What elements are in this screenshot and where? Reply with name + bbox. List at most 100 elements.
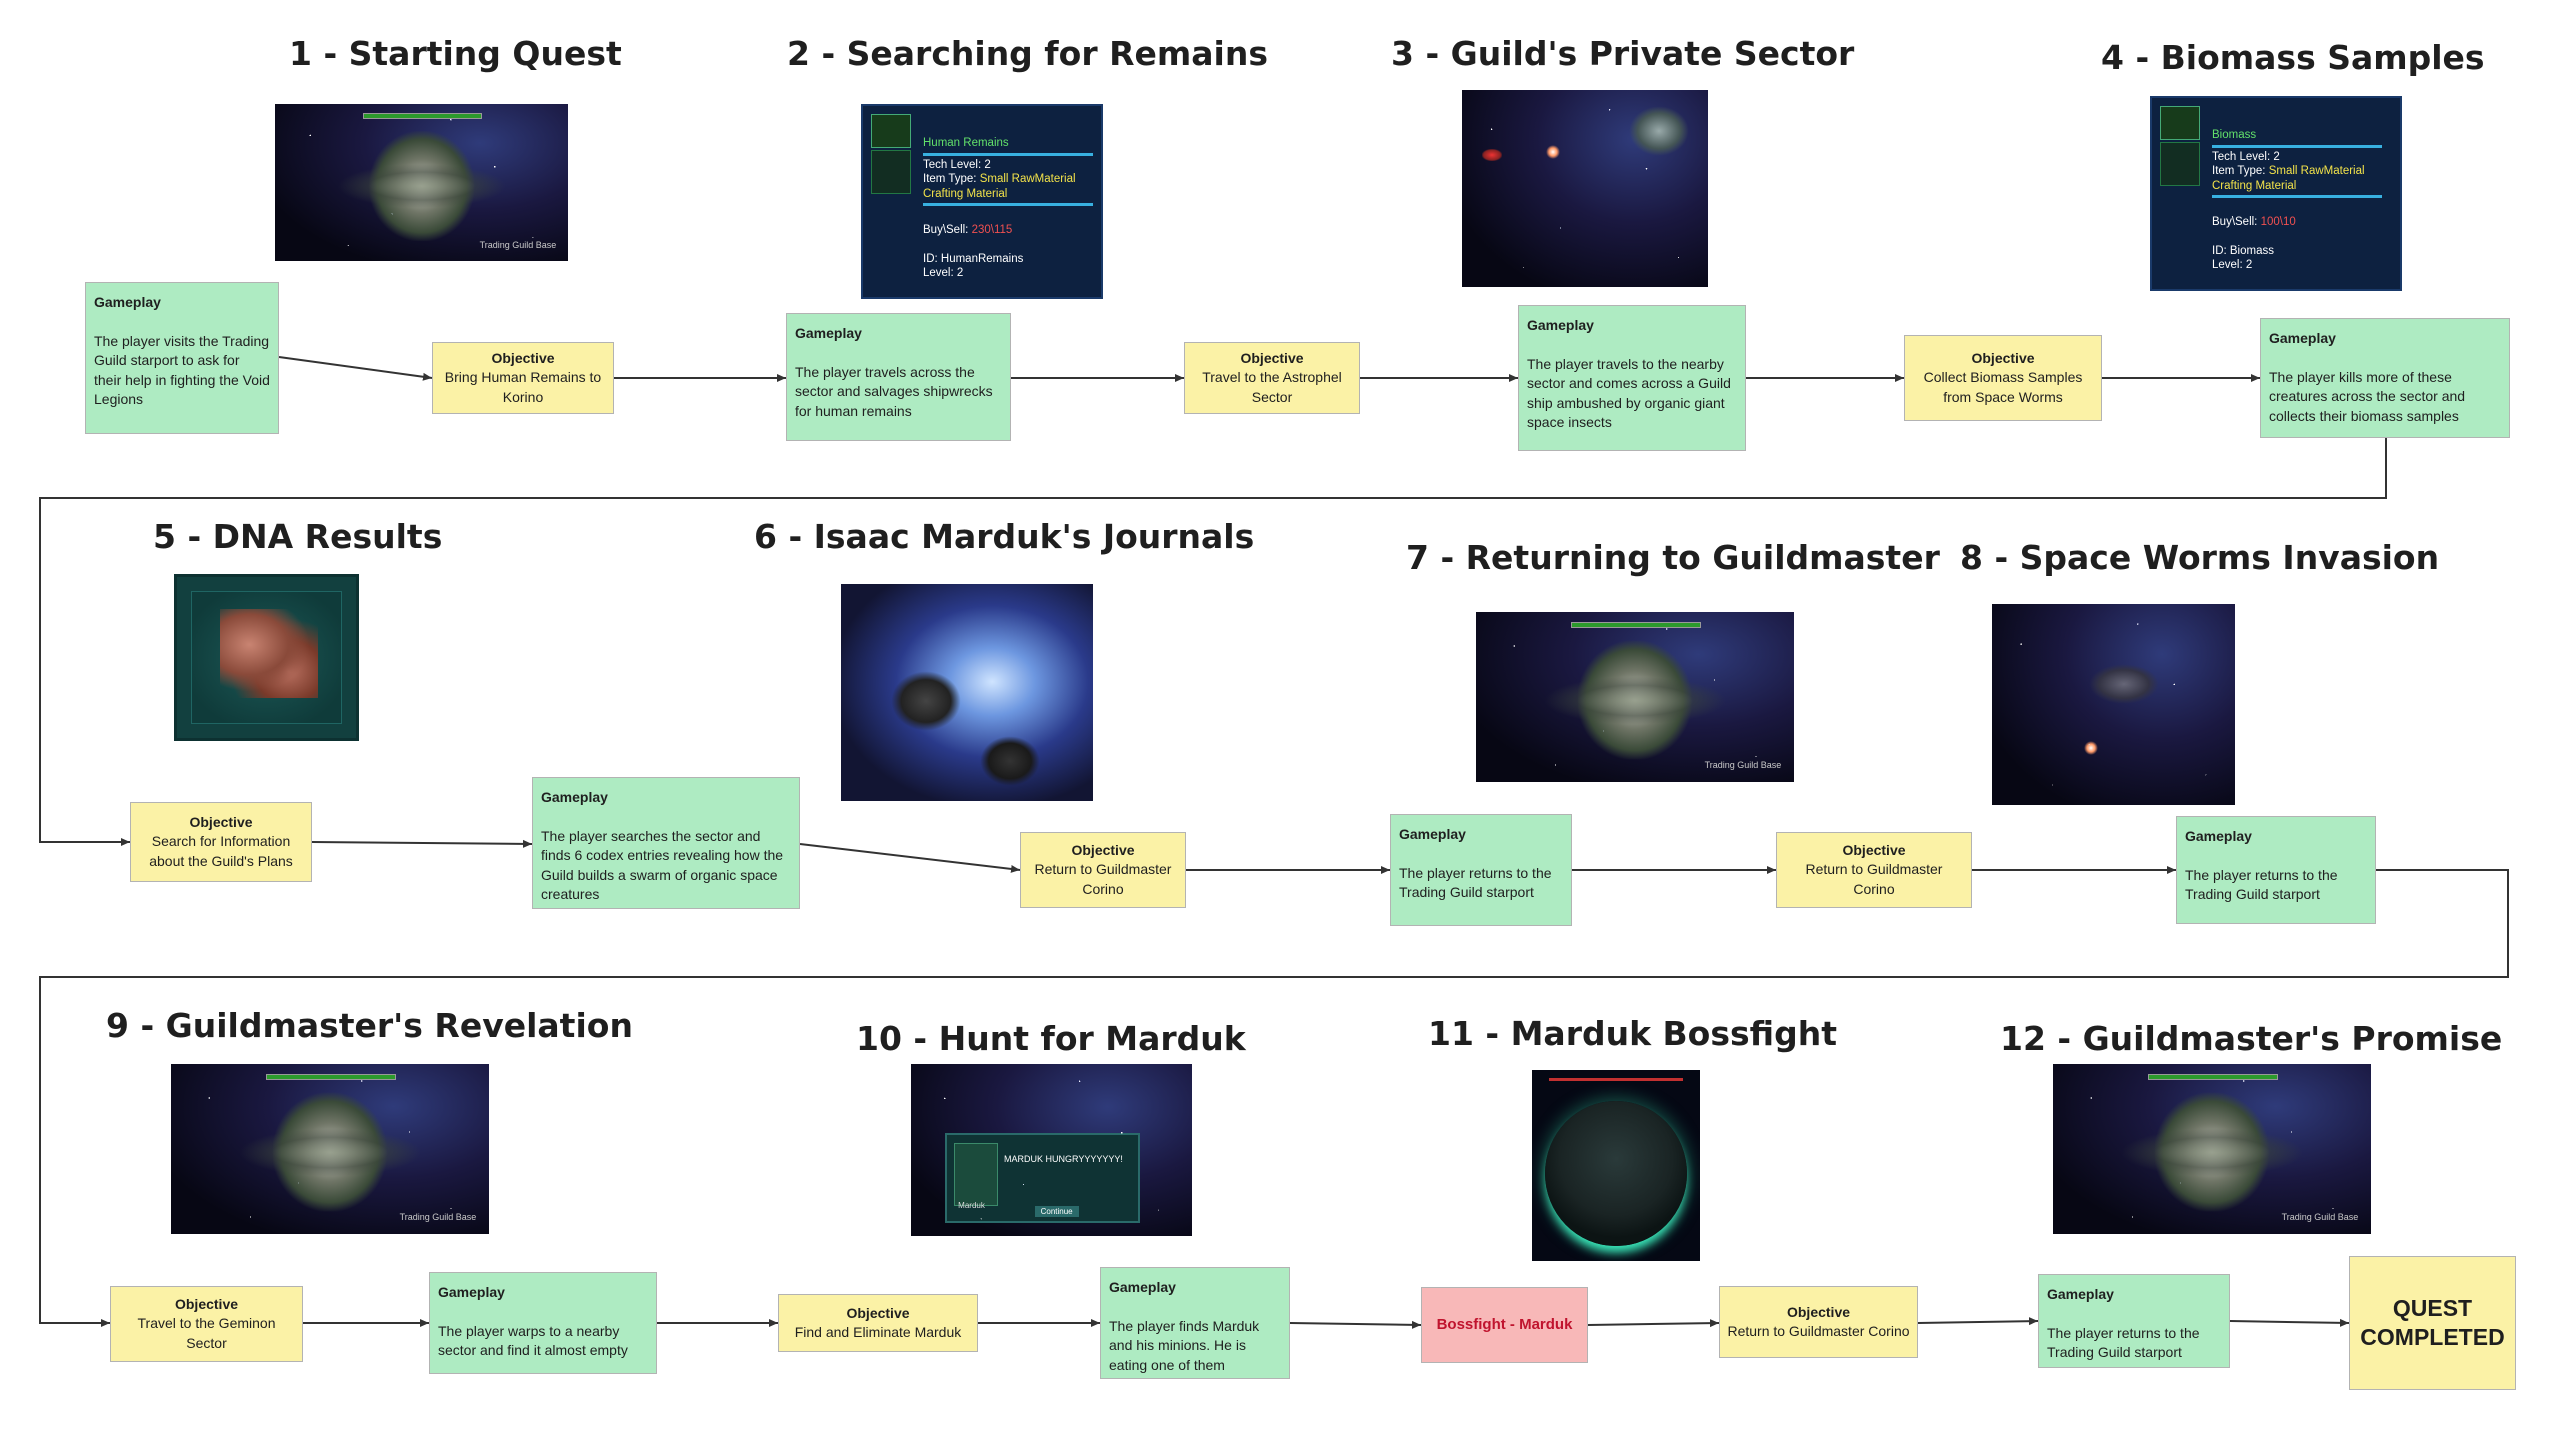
- node-type: Objective: [1971, 349, 2035, 366]
- node-text: Return to Guildmaster Corino: [1034, 861, 1172, 897]
- node-type: Objective: [1842, 841, 1906, 858]
- connector-g5-o5: [799, 843, 1021, 873]
- objective-node-o3: Objective Collect Biomass Samples from S…: [1904, 335, 2102, 421]
- step-9-title: 9 - Guildmaster's Revelation: [106, 1006, 633, 1045]
- node-type: Gameplay: [2269, 330, 2336, 346]
- node-type: Objective: [174, 1295, 239, 1312]
- item-buy-sell-label: Buy\Sell:: [923, 223, 972, 236]
- node-text: The player searches the sector and finds…: [541, 827, 784, 903]
- connector-o4-g5: [311, 839, 533, 848]
- dialog-box: MARDUK HUNGRYYYYYYY! Marduk Continue: [944, 1132, 1140, 1223]
- step-9-screenshot: Trading Guild Base: [171, 1064, 489, 1234]
- node-text: The player kills more of these creatures…: [2269, 368, 2466, 424]
- item-type: Small RawMaterial: [979, 173, 1076, 185]
- bossfight-node: Bossfight - Marduk: [1421, 1287, 1588, 1363]
- gameplay-node-g8: Gameplay The player warps to a nearby se…: [429, 1272, 657, 1374]
- objective-node-o4: Objective Search for Information about t…: [130, 802, 312, 882]
- connector-g4-o4: [39, 438, 2387, 846]
- step-4-item-panel: Biomass Tech Level: 2 Item Type: Small R…: [2150, 96, 2402, 291]
- connector-g10-final: [2229, 1318, 2350, 1327]
- gameplay-node-g5: Gameplay The player searches the sector …: [532, 777, 800, 909]
- gameplay-node-g9: Gameplay The player finds Marduk and his…: [1100, 1267, 1290, 1379]
- node-text: The player warps to a nearby sector and …: [438, 1322, 628, 1359]
- step-3-title: 3 - Guild's Private Sector: [1391, 34, 1855, 73]
- dialog-text: MARDUK HUNGRYYYYYYY!: [1004, 1153, 1123, 1164]
- node-text: The player travels across the sector and…: [795, 363, 993, 419]
- step-1-title: 1 - Starting Quest: [289, 34, 622, 73]
- node-text: Find and Eliminate Marduk: [794, 1324, 962, 1340]
- step-6-title: 6 - Isaac Marduk's Journals: [754, 517, 1255, 556]
- objective-node-o9: Objective Return to Guildmaster Corino: [1719, 1286, 1918, 1358]
- final-line-1: QUEST: [2392, 1295, 2473, 1321]
- gameplay-node-g10: Gameplay The player returns to the Tradi…: [2038, 1274, 2230, 1368]
- item-level: Level: 2: [2212, 259, 2253, 271]
- connector-g9-boss: [1289, 1320, 1422, 1329]
- objective-node-o7: Objective Travel to the Geminon Sector: [110, 1286, 303, 1362]
- step-8-title: 8 - Space Worms Invasion: [1960, 538, 2440, 577]
- gameplay-node-g2: Gameplay The player travels across the s…: [786, 313, 1011, 441]
- step-5-dna-icon: [174, 574, 359, 741]
- gameplay-node-g6: Gameplay The player returns to the Tradi…: [1390, 814, 1572, 926]
- screenshot-caption: Trading Guild Base: [479, 240, 557, 251]
- gameplay-node-g1: Gameplay The player visits the Trading G…: [85, 282, 279, 434]
- item-id: ID: HumanRemains: [923, 252, 1024, 265]
- node-text: Search for Information about the Guild's…: [149, 833, 293, 869]
- node-text: Return to Guildmaster Corino: [1727, 1323, 1910, 1339]
- node-type: Objective: [189, 813, 253, 830]
- item-id: ID: Biomass: [2212, 244, 2274, 257]
- node-text: The player finds Marduk and his minions.…: [1109, 1317, 1260, 1373]
- node-type: Gameplay: [438, 1284, 505, 1300]
- connector-o9-g10: [1917, 1317, 2039, 1326]
- step-8-screenshot: [1992, 604, 2235, 805]
- node-text: The player returns to the Trading Guild …: [1399, 864, 1552, 901]
- item-tech-level: Tech Level: 2: [2212, 150, 2280, 163]
- step-7-screenshot: Trading Guild Base: [1476, 612, 1794, 782]
- step-12-screenshot: Trading Guild Base: [2053, 1064, 2371, 1234]
- step-1-screenshot: Trading Guild Base: [275, 104, 568, 261]
- gameplay-node-g3: Gameplay The player travels to the nearb…: [1518, 305, 1746, 451]
- node-type: Gameplay: [94, 294, 161, 310]
- item-type: Small RawMaterial: [2268, 165, 2365, 177]
- node-type: Gameplay: [795, 325, 862, 341]
- node-type: Objective: [1786, 1303, 1851, 1320]
- item-buy-sell: 230\115: [971, 223, 1013, 236]
- step-6-screenshot: [841, 584, 1093, 801]
- connector-g1-o1: [278, 356, 433, 381]
- item-buy-sell: 100\10: [2260, 215, 2296, 228]
- node-text: Collect Biomass Samples from Space Worms: [1923, 369, 2083, 405]
- item-category: Crafting Material: [2212, 179, 2297, 192]
- step-2-title: 2 - Searching for Remains: [787, 34, 1268, 73]
- screenshot-caption: Trading Guild Base: [1704, 760, 1782, 771]
- node-type: Gameplay: [1527, 317, 1594, 333]
- final-line-2: COMPLETED: [2360, 1324, 2505, 1350]
- node-type: Gameplay: [541, 789, 608, 805]
- objective-node-o6: Objective Return to Guildmaster Corino: [1776, 832, 1972, 908]
- node-text: Travel to the Geminon Sector: [137, 1315, 276, 1351]
- node-text: The player visits the Trading Guild star…: [94, 332, 270, 408]
- step-5-title: 5 - DNA Results: [153, 517, 443, 556]
- node-type: Objective: [491, 349, 555, 366]
- item-name: Biomass: [2212, 129, 2257, 141]
- item-buy-sell-label: Buy\Sell:: [2212, 215, 2261, 228]
- node-text: The player returns to the Trading Guild …: [2047, 1324, 2200, 1361]
- node-text: The player travels to the nearby sector …: [1527, 355, 1731, 431]
- screenshot-caption: Trading Guild Base: [2281, 1212, 2359, 1223]
- objective-node-o5: Objective Return to Guildmaster Corino: [1020, 832, 1186, 908]
- node-text: The player returns to the Trading Guild …: [2185, 866, 2338, 903]
- step-3-screenshot: [1462, 90, 1708, 287]
- step-11-screenshot: [1532, 1070, 1700, 1261]
- quest-completed-node: QUEST COMPLETED: [2349, 1256, 2516, 1390]
- node-type: Gameplay: [1109, 1279, 1176, 1295]
- dialog-speaker: Marduk: [958, 1201, 985, 1211]
- step-10-screenshot: MARDUK HUNGRYYYYYYY! Marduk Continue: [911, 1064, 1192, 1236]
- item-type-label: Item Type:: [2212, 165, 2269, 177]
- connector-g7-o7: [39, 869, 2509, 1327]
- step-7-title: 7 - Returning to Guildmaster: [1406, 538, 1940, 577]
- step-12-title: 12 - Guildmaster's Promise: [2000, 1019, 2503, 1058]
- screenshot-caption: Trading Guild Base: [399, 1212, 477, 1223]
- item-level: Level: 2: [923, 267, 964, 279]
- gameplay-node-g7: Gameplay The player returns to the Tradi…: [2176, 816, 2376, 924]
- node-type: Objective: [1071, 841, 1135, 858]
